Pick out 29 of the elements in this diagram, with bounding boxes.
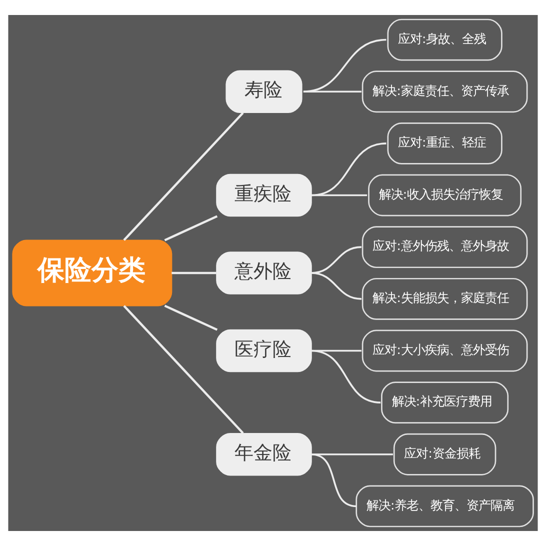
node-box: 应对:资金损耗 (393, 432, 496, 475)
node-box: 医疗险 (216, 328, 312, 372)
connector (311, 349, 381, 403)
node-box: 解决:养老、教育、资产隔离 (356, 484, 534, 527)
node-box: 解决:家庭责任、资产传承 (362, 70, 528, 112)
connector (311, 272, 362, 300)
node-box: 应对:重症、轻症 (387, 122, 502, 164)
connector (303, 38, 386, 92)
connector (311, 453, 356, 507)
node-box: 应对:意外伤残、意外身故 (362, 226, 528, 268)
connector (164, 304, 218, 330)
node-box: 寿险 (226, 70, 302, 113)
node-box: 应对:大小疾病、意外受伤 (362, 329, 528, 372)
connector (311, 246, 362, 274)
node-box: 年金险 (216, 432, 312, 476)
connector (123, 112, 244, 240)
connector (172, 271, 216, 274)
node-box: 解决:补充医疗费用 (381, 381, 509, 424)
node-box: 解决:收入损失治疗恢复 (368, 174, 522, 216)
connector (303, 90, 362, 92)
node-box: 解决:失能损失，家庭责任 (362, 277, 528, 320)
node-box: 重疾险 (216, 173, 312, 216)
node-box: 应对:身故、全残 (387, 18, 502, 60)
node-box: 意外险 (216, 251, 312, 294)
node-box: 保险分类 (12, 239, 172, 306)
connector (123, 304, 244, 434)
connector (164, 214, 218, 241)
connector (311, 142, 386, 196)
connector (311, 194, 368, 196)
